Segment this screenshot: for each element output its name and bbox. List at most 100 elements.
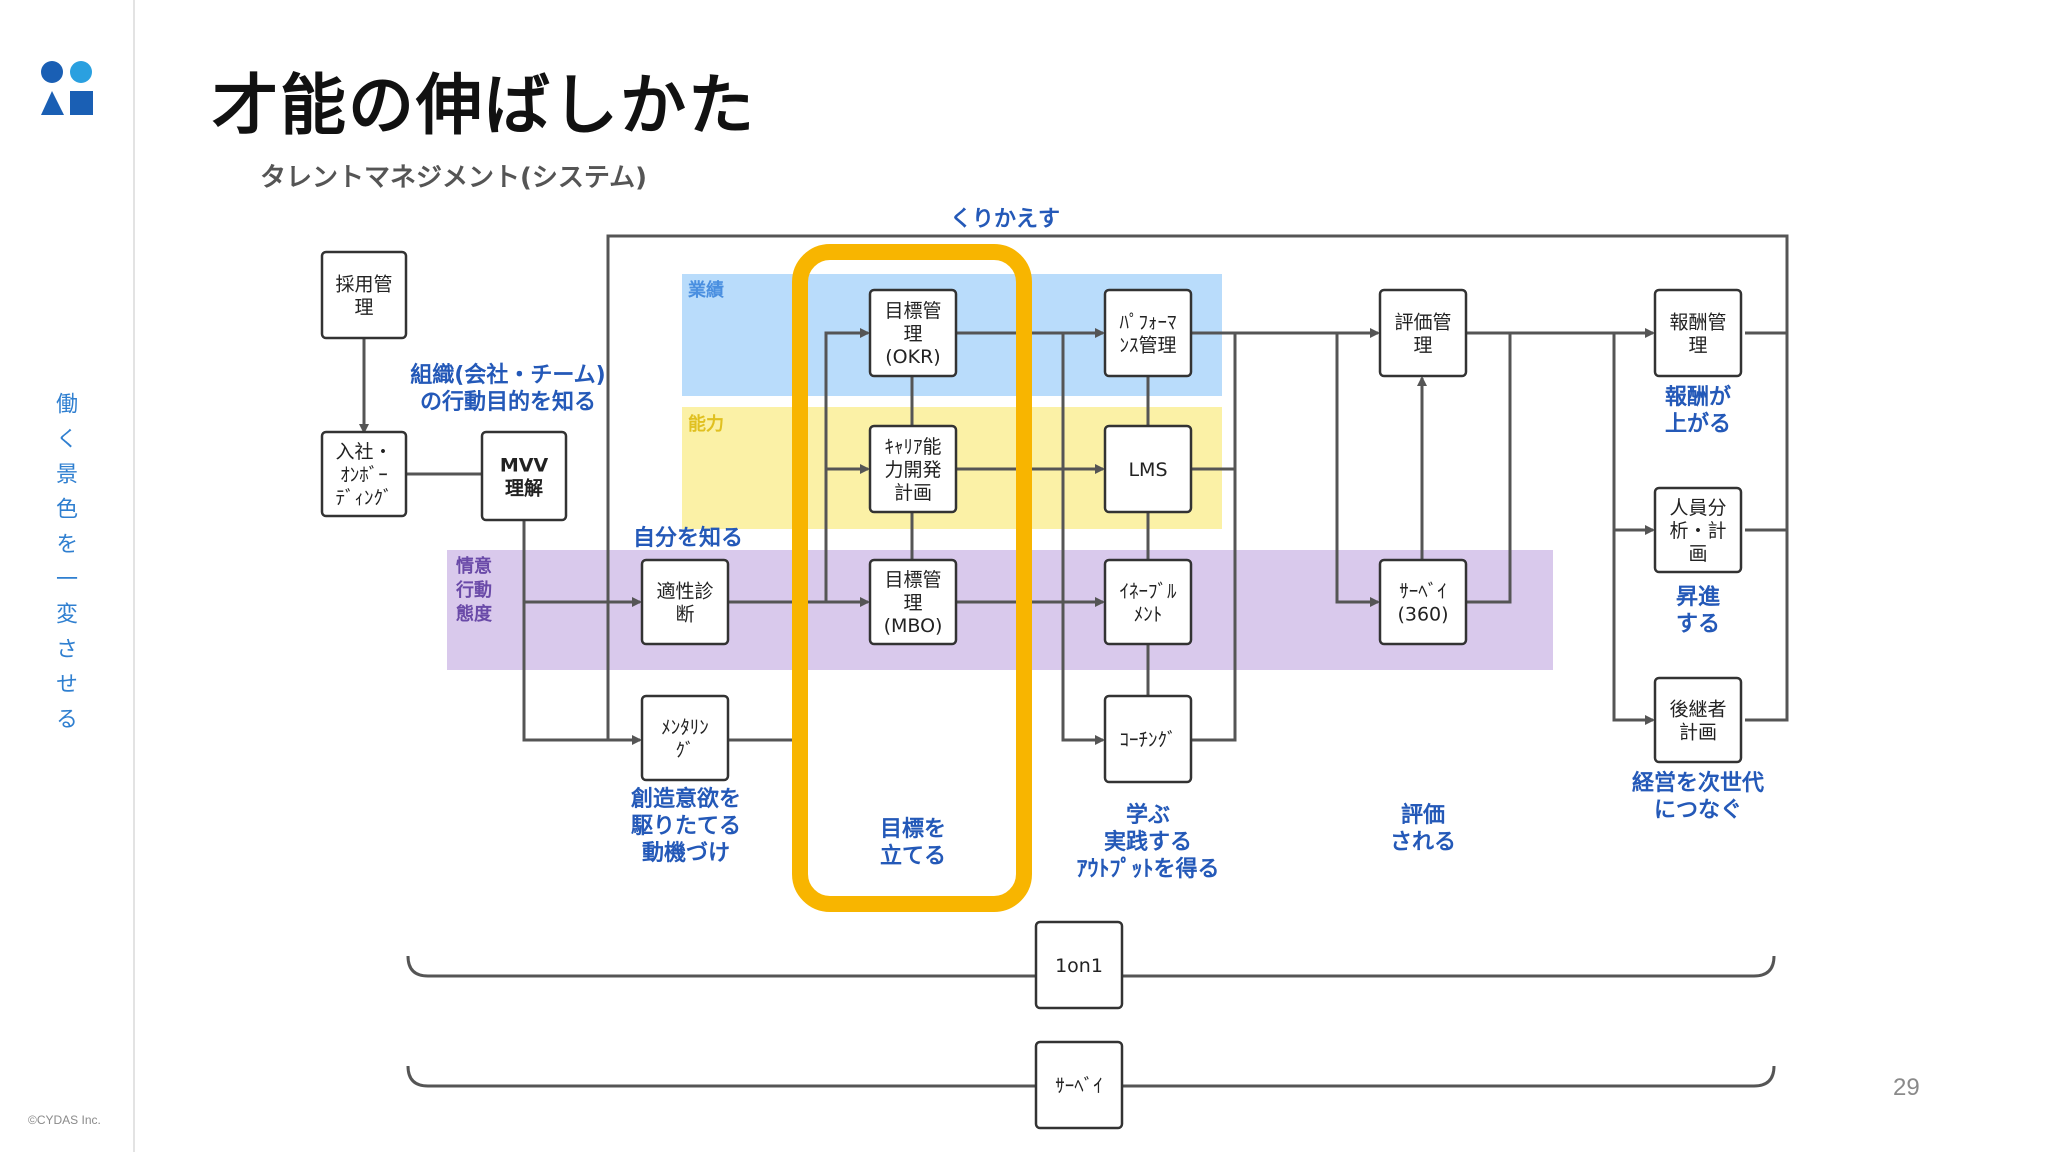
goal-setting-highlight: [792, 244, 1032, 912]
box-text-line: ｲﾈｰﾌﾞﾙ: [1119, 581, 1177, 603]
box-text-line: 理: [903, 323, 922, 345]
box-text-line: 理: [903, 592, 922, 614]
label-line: 実践する: [1104, 829, 1192, 855]
box-frame: [868, 424, 958, 514]
page-number: 29: [1893, 1074, 1920, 1101]
box-text-line: 報酬管: [1669, 312, 1726, 334]
box-text-line: ﾒﾝﾀﾘﾝ: [661, 717, 709, 739]
box-1on1: 1on1: [1034, 920, 1124, 1010]
label-know-self: 自分を知る: [633, 525, 743, 551]
box-text-line: ｺｰﾁﾝｸﾞ: [1119, 729, 1176, 751]
label-line: 業績: [687, 279, 724, 301]
box-text-line: 析・計: [1669, 520, 1726, 542]
box-frame: [1103, 424, 1193, 514]
label-line: 昇進: [1676, 585, 1720, 610]
box-frame: [320, 250, 408, 340]
box-text-line: 画: [1688, 543, 1707, 565]
branch-to-succession: [1612, 530, 1655, 725]
box-coaching: ｺｰﾁﾝｸﾞ: [1103, 694, 1193, 784]
label-line: 目標を: [880, 817, 946, 842]
box-text-line: 後継者: [1669, 699, 1726, 721]
workforce-to-frame: [1745, 333, 1789, 532]
label-line: につなぐ: [1654, 798, 1742, 823]
box-frame: [640, 558, 730, 646]
page-title: 才能の伸ばしかた: [212, 67, 756, 144]
box-frame: [640, 694, 730, 782]
label-line: 学ぶ: [1126, 802, 1170, 828]
box-frame: [1653, 288, 1743, 378]
box-text-line: 目標管: [884, 300, 941, 322]
box-frame: [1378, 288, 1468, 378]
trunk-to-okr: [824, 328, 870, 602]
box-text-line: 採用管: [335, 274, 392, 296]
cydas-logo: [41, 61, 93, 115]
label-line: 能力: [688, 413, 724, 435]
box-text-line: ﾝｽ管理: [1119, 335, 1176, 357]
band-label-performance: 業績: [687, 279, 724, 301]
mvv-to-mentoring: [522, 600, 640, 742]
box-text-line: 理: [354, 297, 373, 319]
box-frame: [1653, 676, 1743, 764]
coach-out: [1192, 469, 1237, 742]
box-text-line: 理: [1413, 335, 1432, 357]
box-frame: [1103, 558, 1193, 646]
box-frame: [1103, 694, 1193, 784]
label-line: 情意: [456, 555, 492, 577]
box-text-line: 力開発: [884, 459, 941, 481]
diagram-subtitle: タレントマネジメント(システム): [260, 163, 647, 193]
loop-label: くりかえす: [950, 207, 1060, 232]
label-line: 自分を知る: [633, 525, 743, 551]
label-line: 上がる: [1665, 411, 1731, 437]
label-line: 動機づけ: [642, 841, 730, 866]
box-text-line: (MBO): [884, 615, 943, 637]
succession-to-frame: [1745, 530, 1789, 722]
box-text-line: 目標管: [884, 569, 941, 591]
loop-frame: [606, 234, 1789, 740]
label-line: 行動: [455, 579, 492, 601]
box-text-line: ｻｰﾍﾞｲ: [1399, 581, 1447, 603]
box-text-line: 適性診: [656, 581, 713, 603]
eval-to-survey360: [1335, 333, 1380, 607]
band-label-ability: 能力: [688, 413, 724, 435]
box-text-line: ｸﾞ: [675, 740, 694, 762]
box-frame: [1034, 920, 1124, 1010]
box-text-line: 入社・: [335, 441, 392, 463]
box-text-line: 1on1: [1055, 955, 1103, 977]
box-frame: [1378, 558, 1468, 646]
box-text-line: ｷｬﾘｱ能: [884, 436, 941, 458]
label-line: する: [1676, 612, 1720, 637]
box-text-line: ｻｰﾍﾞｲ: [1055, 1075, 1103, 1097]
label-line: 報酬が: [1665, 384, 1731, 410]
box-lms: LMS: [1103, 424, 1193, 514]
label-line: の行動目的を知る: [420, 389, 596, 415]
box-text-line: (OKR): [885, 346, 940, 368]
label-line: 組織(会社・チーム): [410, 362, 605, 388]
box-frame: [1034, 1040, 1124, 1130]
box-text-line: 断: [675, 604, 694, 626]
label-line: ｱｳﾄﾌﾟｯﾄを得る: [1076, 856, 1219, 882]
box-frame: [480, 430, 568, 522]
label-line: 態度: [456, 603, 493, 625]
box-text-line: 理解: [505, 477, 543, 500]
box-frame: [868, 288, 958, 378]
box-text-line: ﾊﾟﾌｫｰﾏ: [1119, 312, 1177, 334]
label-line: 創造意欲を: [631, 786, 741, 812]
trunk-to-coaching: [1061, 333, 1105, 745]
